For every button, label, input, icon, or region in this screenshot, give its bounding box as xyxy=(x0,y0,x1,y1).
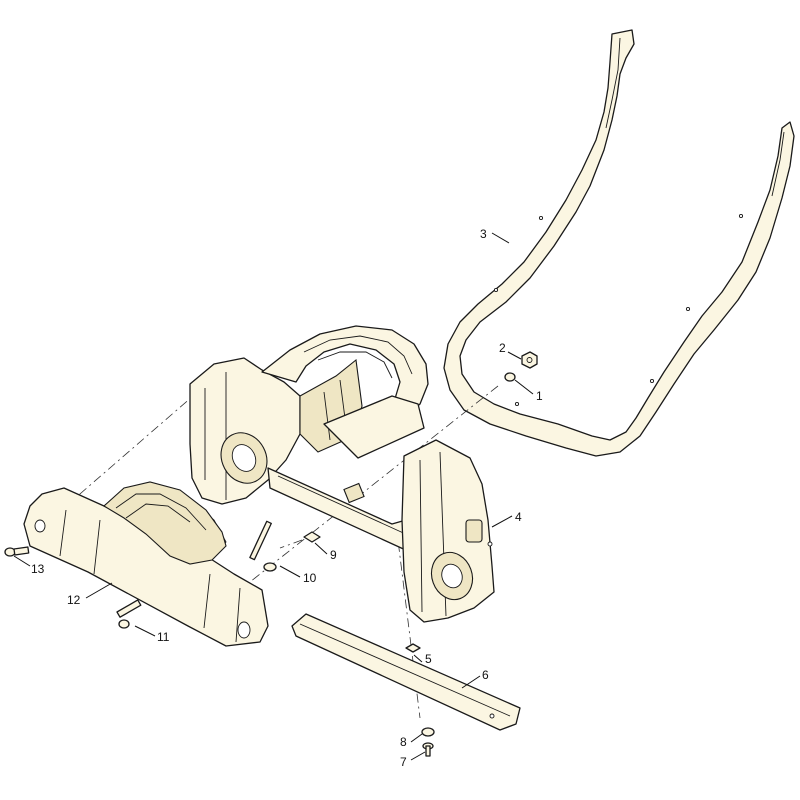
callout-7: 7 xyxy=(400,755,407,769)
callout-4: 4 xyxy=(515,510,522,524)
part-lock-washer xyxy=(421,727,435,737)
part-bolt-left xyxy=(4,546,30,557)
part-washer xyxy=(405,643,421,653)
handle-bolt-hole-4 xyxy=(738,213,744,219)
callout-11: 11 xyxy=(157,630,170,644)
callout-8: 8 xyxy=(400,735,407,749)
callout-5: 5 xyxy=(425,652,432,666)
part-flange-bolt xyxy=(116,599,142,629)
part-handle-bail xyxy=(443,29,795,457)
part-nut xyxy=(521,351,538,369)
leader-lines xyxy=(13,232,534,761)
callout-12: 12 xyxy=(67,593,81,607)
callout-3: 3 xyxy=(480,227,487,241)
handle-bolt-hole-3 xyxy=(685,306,691,312)
callout-labels: 3 2 1 4 5 6 8 7 9 10 11 12 13 xyxy=(31,227,543,769)
handle-bolt-hole-6 xyxy=(649,378,655,384)
part-front-housing xyxy=(23,481,269,647)
handle-bolt-hole-5 xyxy=(514,401,520,407)
handle-bolt-hole-2 xyxy=(493,287,499,293)
part-screw xyxy=(422,742,434,757)
callout-9: 9 xyxy=(330,548,337,562)
callout-10: 10 xyxy=(303,571,317,585)
callout-6: 6 xyxy=(482,668,489,682)
part-main-housing xyxy=(189,325,495,623)
part-carriage-bolt xyxy=(504,372,516,382)
part-carriage-bolt-long xyxy=(249,520,277,572)
handle-bolt-hole-1 xyxy=(538,215,544,221)
callout-2: 2 xyxy=(499,341,506,355)
part-square-washer xyxy=(303,531,321,543)
callout-13: 13 xyxy=(31,562,45,576)
part-scraper-bar xyxy=(291,613,521,731)
callout-1: 1 xyxy=(536,389,543,403)
